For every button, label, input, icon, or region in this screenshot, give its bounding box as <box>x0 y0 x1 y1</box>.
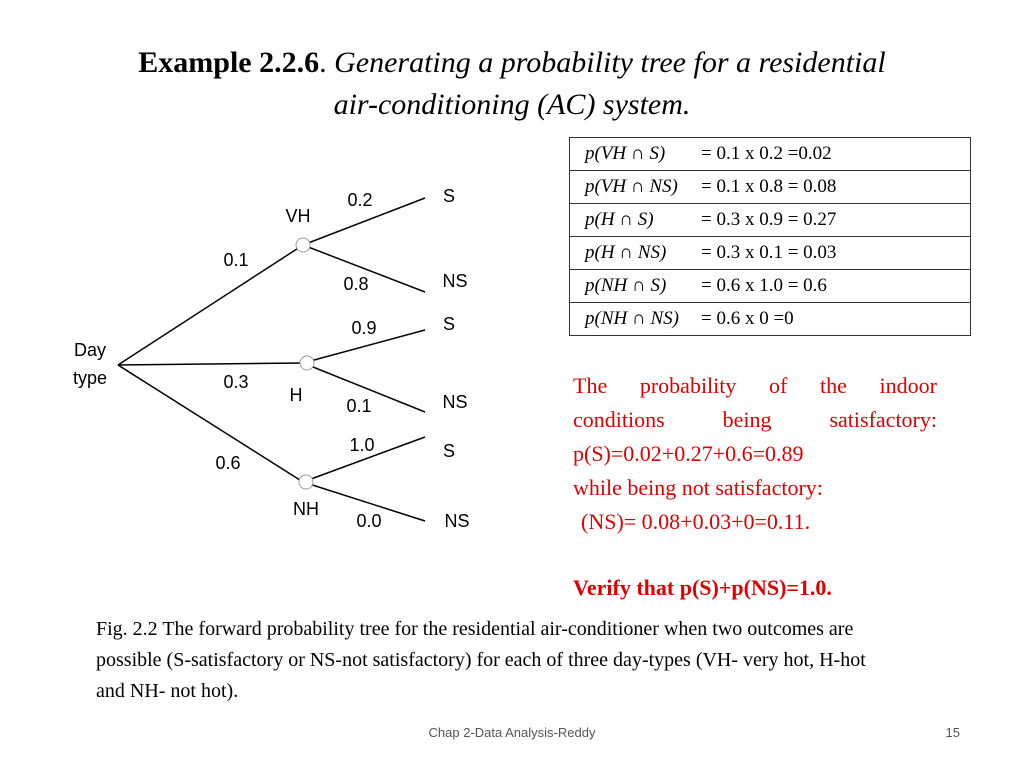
result-explanation: The probability of the indoor conditions… <box>573 369 937 605</box>
node-nh <box>298 474 314 490</box>
daytype-label-h: H <box>290 385 303 405</box>
table-cell: p(H ∩ NS) = 0.3 x 0.1 = 0.03 <box>569 236 971 270</box>
root-label-line-1: Day <box>74 340 106 360</box>
result-line-5: (NS)= 0.08+0.03+0=0.11. <box>581 509 811 534</box>
edge-vh-s <box>302 197 426 246</box>
result-line-3: p(S)=0.02+0.27+0.6=0.89 <box>573 441 804 466</box>
example-number: Example 2.2.6 <box>138 46 320 79</box>
edge-nh-ns <box>302 481 426 522</box>
figure-caption: Fig. 2.2 The forward probability tree fo… <box>96 618 866 702</box>
edge-vh-ns <box>302 244 426 293</box>
edge-root-nh <box>117 364 304 483</box>
result-line-2: conditions being satisfactory: <box>573 407 937 432</box>
prob-value: = 0.1 x 0.2 =0.02 <box>701 143 832 164</box>
table-row: p(H ∩ NS) = 0.3 x 0.1 = 0.03 <box>569 236 971 270</box>
outcome-label-nh-ns: NS <box>444 511 469 531</box>
title-line-1: Generating a probability tree for a resi… <box>334 46 886 79</box>
table-cell: p(NH ∩ NS) = 0.6 x 0 =0 <box>569 302 971 336</box>
outcome-prob-vh-s: 0.2 <box>347 190 372 210</box>
root-label-line-2: type <box>73 368 107 388</box>
daytype-prob-nh: 0.6 <box>215 453 240 473</box>
joint-probability-table: p(VH ∩ S) = 0.1 x 0.2 =0.02 p(VH ∩ NS) = 0… <box>569 137 971 336</box>
table-cell: p(H ∩ S) = 0.3 x 0.9 = 0.27 <box>569 203 971 237</box>
outcome-label-vh-s: S <box>443 186 455 206</box>
slide-title: Example 2.2.6. Generating a probability … <box>60 42 964 126</box>
tree-nodes <box>295 237 315 490</box>
daytype-prob-vh: 0.1 <box>223 250 248 270</box>
daytype-label-nh: NH <box>293 499 319 519</box>
table-row: p(NH ∩ S) = 0.6 x 1.0 = 0.6 <box>569 269 971 303</box>
prob-expression: p(NH ∩ S) <box>585 275 667 296</box>
prob-expression: p(H ∩ NS) <box>585 242 667 263</box>
title-separator: . <box>319 46 335 79</box>
edge-nh-s <box>302 436 426 483</box>
prob-value: = 0.1 x 0.8 = 0.08 <box>701 176 837 197</box>
probability-tree: Day type VH 0.1 H 0.3 NH 0.6 0.2 S 0.8 N… <box>73 186 470 531</box>
node-h <box>299 355 315 371</box>
outcome-prob-h-ns: 0.1 <box>346 396 371 416</box>
table-row: p(NH ∩ NS) = 0.6 x 0 =0 <box>569 302 971 336</box>
edge-root-vh <box>117 244 304 366</box>
outcome-prob-h-s: 0.9 <box>351 318 376 338</box>
outcome-prob-vh-ns: 0.8 <box>343 274 368 294</box>
slide-footer: Chap 2-Data Analysis-Reddy <box>428 725 596 740</box>
prob-expression: p(VH ∩ S) <box>585 143 666 164</box>
table-row: p(H ∩ S) = 0.3 x 0.9 = 0.27 <box>569 203 971 237</box>
node-vh <box>295 237 311 253</box>
table-cell: p(NH ∩ S) = 0.6 x 1.0 = 0.6 <box>569 269 971 303</box>
table-cell: p(VH ∩ S) = 0.1 x 0.2 =0.02 <box>569 137 971 171</box>
result-line-4: while being not satisfactory: <box>573 475 823 500</box>
verify-statement: Verify that p(S)+p(NS)=1.0. <box>573 575 832 600</box>
outcome-prob-nh-s: 1.0 <box>349 435 374 455</box>
page-number: 15 <box>945 725 960 740</box>
prob-value: = 0.3 x 0.1 = 0.03 <box>701 242 837 263</box>
daytype-label-vh: VH <box>285 206 310 226</box>
result-line-1: The probability of the indoor <box>573 373 937 398</box>
outcome-label-vh-ns: NS <box>442 271 467 291</box>
outcome-label-nh-s: S <box>443 441 455 461</box>
outcome-label-h-s: S <box>443 314 455 334</box>
tree-edges <box>117 197 426 522</box>
edge-h-s <box>302 329 426 364</box>
daytype-prob-h: 0.3 <box>223 372 248 392</box>
prob-expression: p(H ∩ S) <box>585 209 654 230</box>
table-cell: p(VH ∩ NS) = 0.1 x 0.8 = 0.08 <box>569 170 971 204</box>
prob-value: = 0.6 x 1.0 = 0.6 <box>701 275 827 296</box>
outcome-label-h-ns: NS <box>442 392 467 412</box>
table-row: p(VH ∩ NS) = 0.1 x 0.8 = 0.08 <box>569 170 971 204</box>
edge-h-ns <box>302 362 426 413</box>
outcome-prob-nh-ns: 0.0 <box>356 511 381 531</box>
prob-value: = 0.6 x 0 =0 <box>701 308 794 329</box>
edge-root-h <box>117 362 304 366</box>
prob-expression: p(VH ∩ NS) <box>585 176 678 197</box>
table-row: p(VH ∩ S) = 0.1 x 0.2 =0.02 <box>569 137 971 171</box>
prob-value: = 0.3 x 0.9 = 0.27 <box>701 209 837 230</box>
prob-expression: p(NH ∩ NS) <box>585 308 679 329</box>
title-line-2: air-conditioning (AC) system. <box>333 88 691 121</box>
